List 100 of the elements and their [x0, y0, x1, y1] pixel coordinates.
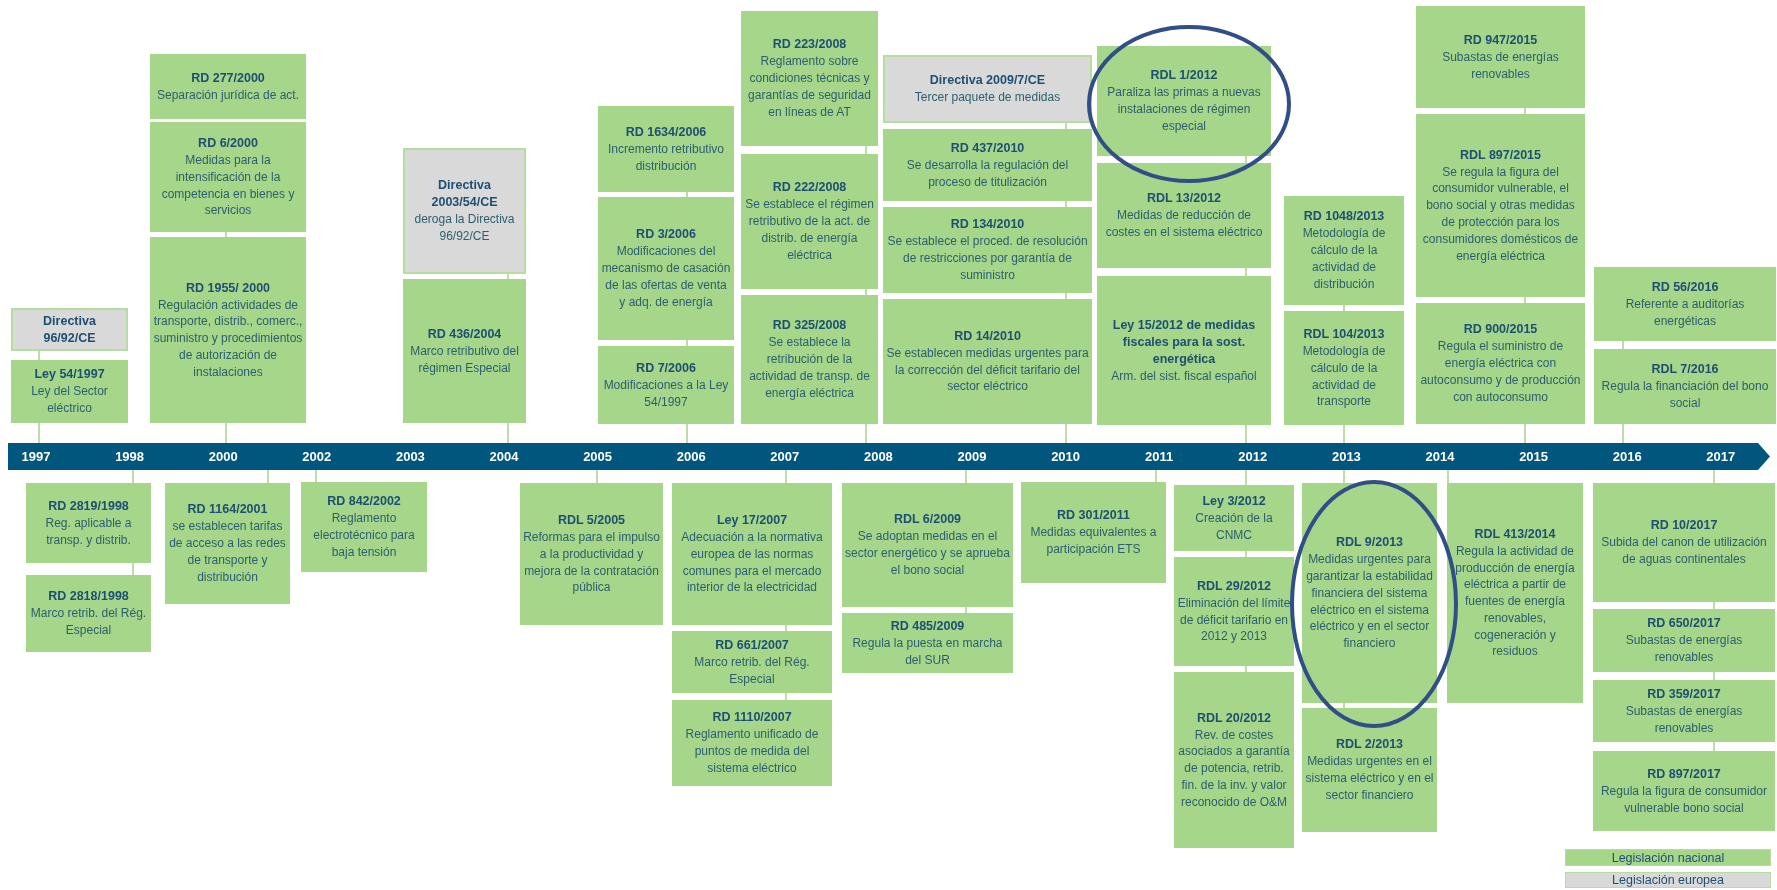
law-description: Eliminación del límite de déficit tarifario en 2012 y 2013	[1177, 594, 1291, 646]
law-title: RDL 6/2009	[893, 511, 962, 529]
connector-line	[686, 339, 688, 347]
law-title: RD 10/2017	[1650, 517, 1718, 535]
year-label: 2009	[957, 449, 987, 464]
connector-line	[225, 231, 227, 238]
national-law-box	[1593, 680, 1775, 742]
connector-line	[1245, 550, 1247, 558]
national-law-box	[598, 346, 734, 424]
law-title: RD 897/2017	[1647, 765, 1721, 783]
law-description: Regula la actividad de producción de energía eléctrica a partir de fuentes de energía renovables, cogeneración y residuos	[1454, 542, 1576, 661]
connector-line	[1245, 155, 1247, 164]
connector-line	[315, 469, 317, 483]
law-description: Medidas para la intensificación de la competencia en bienes y servicios	[160, 151, 296, 220]
connector-line	[785, 469, 787, 484]
european-law-box	[883, 55, 1092, 123]
year-label: 2002	[302, 449, 332, 464]
connector-line	[225, 422, 227, 444]
law-description: Referente a auditorías energéticas	[1624, 295, 1746, 330]
national-law-box	[150, 237, 306, 423]
national-law-box	[1447, 483, 1583, 703]
national-law-box	[403, 279, 526, 423]
law-title: RD 134/2010	[950, 216, 1025, 234]
law-title: RD 1164/2001	[187, 501, 268, 519]
law-title: RD 7/2006	[636, 359, 696, 377]
year-label: 1998	[115, 449, 145, 464]
connector-line	[1155, 469, 1157, 483]
national-law-box	[1594, 267, 1776, 341]
law-description: Paraliza las primas a nuevas instalaciones de régimen especial	[1106, 84, 1262, 135]
national-law-box	[672, 700, 832, 786]
law-description: se establecen tarifas de acceso a las redes de transporte y distribución	[168, 518, 287, 586]
connector-line	[1245, 665, 1247, 673]
law-title: Ley 15/2012 de medidas fiscales para la sost. energética	[1111, 316, 1257, 368]
national-law-box	[598, 197, 734, 340]
law-description: Medidas equivalentes a participación ETS	[1029, 524, 1158, 558]
connector-line	[1065, 423, 1067, 444]
connector-line	[1447, 469, 1449, 484]
law-description: Subastas de energías renovables	[1624, 632, 1744, 666]
law-title: Ley 54/1997	[34, 366, 105, 384]
year-label: 1997	[21, 449, 51, 464]
connector-line	[507, 273, 509, 280]
connector-line	[965, 469, 967, 484]
national-law-box	[1302, 708, 1437, 832]
national-law-box	[672, 631, 832, 693]
year-label: 2014	[1425, 449, 1455, 464]
law-title: RD 661/2007	[715, 636, 789, 654]
law-description: Creación de la CNMC	[1194, 509, 1274, 544]
law-title: RD 6/2000	[198, 134, 258, 152]
law-title: RD 359/2017	[1647, 685, 1721, 703]
european-law-box	[11, 308, 128, 351]
national-law-box	[1593, 483, 1775, 602]
connector-line	[38, 422, 40, 444]
national-law-box	[741, 295, 878, 424]
connector-line	[1245, 267, 1247, 277]
national-law-box	[26, 483, 151, 563]
law-description: Marco retributivo del régimen Especial	[409, 342, 520, 377]
national-law-box	[741, 11, 878, 146]
law-title: RDL 9/2013	[1335, 534, 1404, 552]
law-description: Subastas de energías renovables	[1624, 702, 1744, 737]
law-title: RD 947/2015	[1463, 31, 1538, 49]
connector-line	[1343, 469, 1345, 484]
connector-line	[1343, 702, 1345, 709]
national-law-box	[301, 482, 427, 572]
connector-line	[1065, 292, 1067, 300]
law-description: Reglamento sobre condiciones técnicas y garantías de seguridad en líneas de AT	[747, 53, 872, 121]
law-title: RD 2818/1998	[48, 588, 129, 606]
law-title: RD 1955/ 2000	[185, 279, 271, 297]
national-law-box	[1416, 6, 1585, 108]
law-title: RD 650/2017	[1647, 615, 1721, 633]
law-description: Separación jurídica de act.	[156, 86, 300, 104]
law-title: RDL 20/2012	[1196, 709, 1272, 727]
law-title: RDL 13/2012	[1146, 190, 1222, 208]
national-law-box	[1021, 482, 1166, 583]
law-description: Reg. aplicable a transp. y distrib.	[44, 514, 133, 549]
connector-line	[1065, 122, 1067, 130]
connector-line	[1343, 304, 1345, 312]
law-title: RD 3/2006	[636, 226, 696, 244]
connector-line	[1713, 671, 1715, 681]
connector-line	[596, 469, 598, 484]
law-description: Metodología de cálculo de la actividad de distribución	[1301, 225, 1387, 293]
law-description: Reglamento electrotécnico para baja tensión	[312, 510, 416, 561]
law-description: Se desarrolla la regulación del proceso de titulización	[905, 156, 1070, 191]
law-title: Directiva 96/92/CE	[42, 312, 97, 347]
connector-line	[1343, 424, 1345, 444]
law-title: Directiva 2009/7/CE	[929, 72, 1046, 90]
national-law-box	[150, 122, 306, 232]
law-description: Ley del Sector eléctrico	[30, 383, 109, 417]
law-title: RDL 104/2013	[1303, 325, 1385, 343]
connector-line	[865, 145, 867, 155]
national-law-box	[1284, 311, 1404, 425]
connector-line	[1622, 340, 1624, 350]
national-law-box	[1174, 485, 1294, 551]
national-law-box	[1416, 114, 1585, 297]
year-label: 2011	[1145, 449, 1174, 464]
law-description: Se adoptan medidas en el sector energético y se aprueba el bono social	[845, 528, 1010, 579]
year-label: 2007	[770, 449, 800, 464]
european-law-box	[403, 148, 526, 274]
law-description: Subida del canon de utilización de aguas continentales	[1600, 534, 1768, 568]
year-label: 2012	[1238, 449, 1268, 464]
law-title: RDL 413/2014	[1474, 525, 1556, 543]
